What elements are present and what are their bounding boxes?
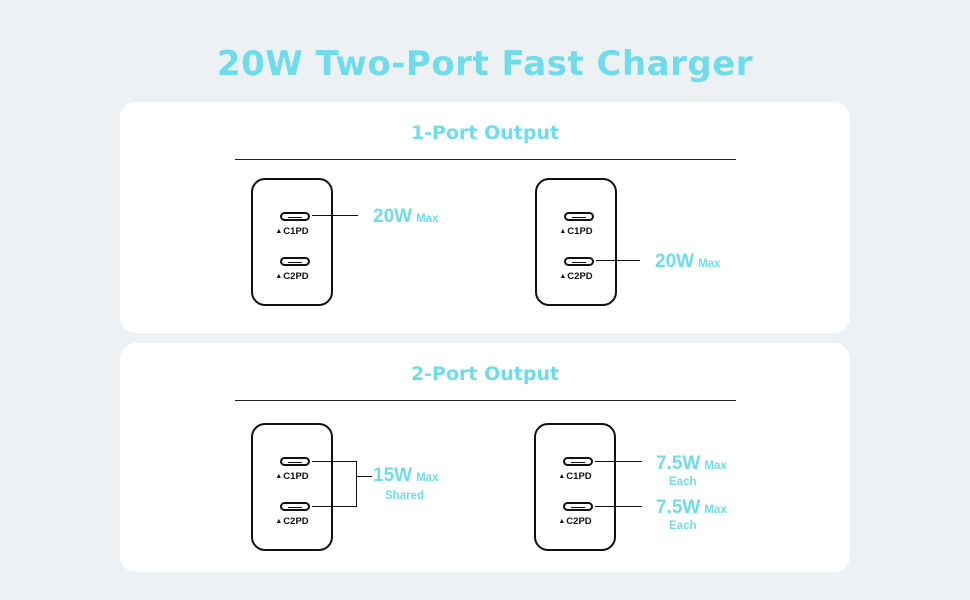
divider [235,400,736,401]
connector-line [312,461,357,462]
usb-c-port-icon [280,257,310,266]
usb-c-port-icon [280,457,310,466]
connector-line [312,215,358,216]
port-label: ▲C1PD [559,226,593,237]
charger-icon: ▲C1PD ▲C2PD [251,423,333,551]
panel-heading: 2-Port Output [410,363,560,385]
usb-c-port-icon [280,212,310,221]
port-label: ▲C1PD [275,471,309,482]
page-title: 20W Two-Port Fast Charger [216,44,754,84]
output-note: Each [669,520,697,532]
charger-icon: ▲C1PD ▲C2PD [251,178,333,306]
port-label: ▲C2PD [275,516,309,527]
charger-icon: ▲C1PD ▲C2PD [534,423,616,551]
connector-line [595,506,642,507]
connector-line [312,506,357,507]
port-label: ▲C2PD [559,271,593,282]
panel-heading: 1-Port Output [410,122,560,144]
usb-c-port-icon [564,212,594,221]
output-note: Shared [385,490,424,502]
usb-c-port-icon [563,457,593,466]
connector-line [595,461,642,462]
usb-c-port-icon [564,257,594,266]
port-label: ▲C1PD [558,471,592,482]
divider [235,159,736,160]
charger-icon: ▲C1PD ▲C2PD [535,178,617,306]
port-label: ▲C1PD [275,226,309,237]
connector-line [356,476,372,477]
port-label: ▲C2PD [275,271,309,282]
output-note: Each [669,476,697,488]
connector-line [596,260,640,261]
usb-c-port-icon [280,502,310,511]
usb-c-port-icon [563,502,593,511]
bracket-line [356,461,357,507]
port-label: ▲C2PD [558,516,592,527]
